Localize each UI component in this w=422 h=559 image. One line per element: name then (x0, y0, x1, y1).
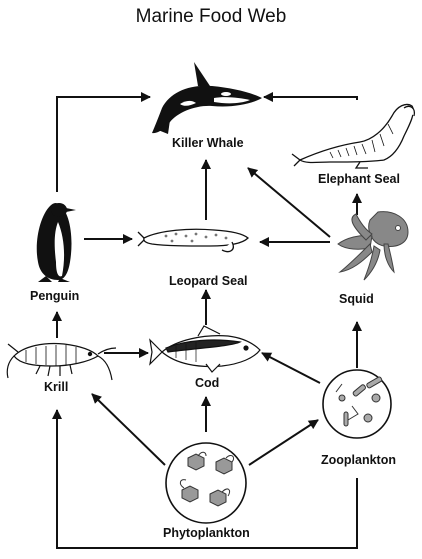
arrow-elephant-seal-to-killer-whale (264, 97, 358, 100)
label-elephant-seal: Elephant Seal (318, 172, 400, 186)
diagram-title: Marine Food Web (135, 6, 287, 27)
label-leopard-seal: Leopard Seal (169, 274, 248, 288)
label-krill: Krill (44, 380, 69, 394)
label-zooplankton: Zooplankton (321, 453, 396, 467)
arrow-zooplankton-to-krill (52, 409, 358, 549)
squid-illustration (337, 211, 409, 281)
arrow-squid-to-killer-whale (247, 167, 331, 238)
phytoplankton-illustration (165, 442, 247, 524)
elephant-seal-illustration (291, 103, 416, 169)
label-phytoplankton: Phytoplankton (163, 526, 250, 540)
label-penguin: Penguin (30, 289, 80, 303)
arrow-phytoplankton-to-zooplankton (248, 419, 319, 466)
cod-illustration (149, 325, 261, 373)
penguin-illustration (36, 202, 76, 282)
label-squid: Squid (339, 292, 374, 306)
killer-whale-illustration (152, 62, 262, 134)
arrow-phytoplankton-to-krill (91, 393, 166, 466)
leopard-seal-illustration (137, 228, 249, 253)
arrow-zooplankton-to-cod (261, 352, 321, 384)
zooplankton-illustration (322, 369, 392, 439)
label-cod: Cod (195, 376, 220, 390)
arrow-penguin-to-killer-whale (56, 92, 151, 192)
krill-illustration (6, 342, 117, 381)
label-killer-whale: Killer Whale (172, 136, 244, 150)
